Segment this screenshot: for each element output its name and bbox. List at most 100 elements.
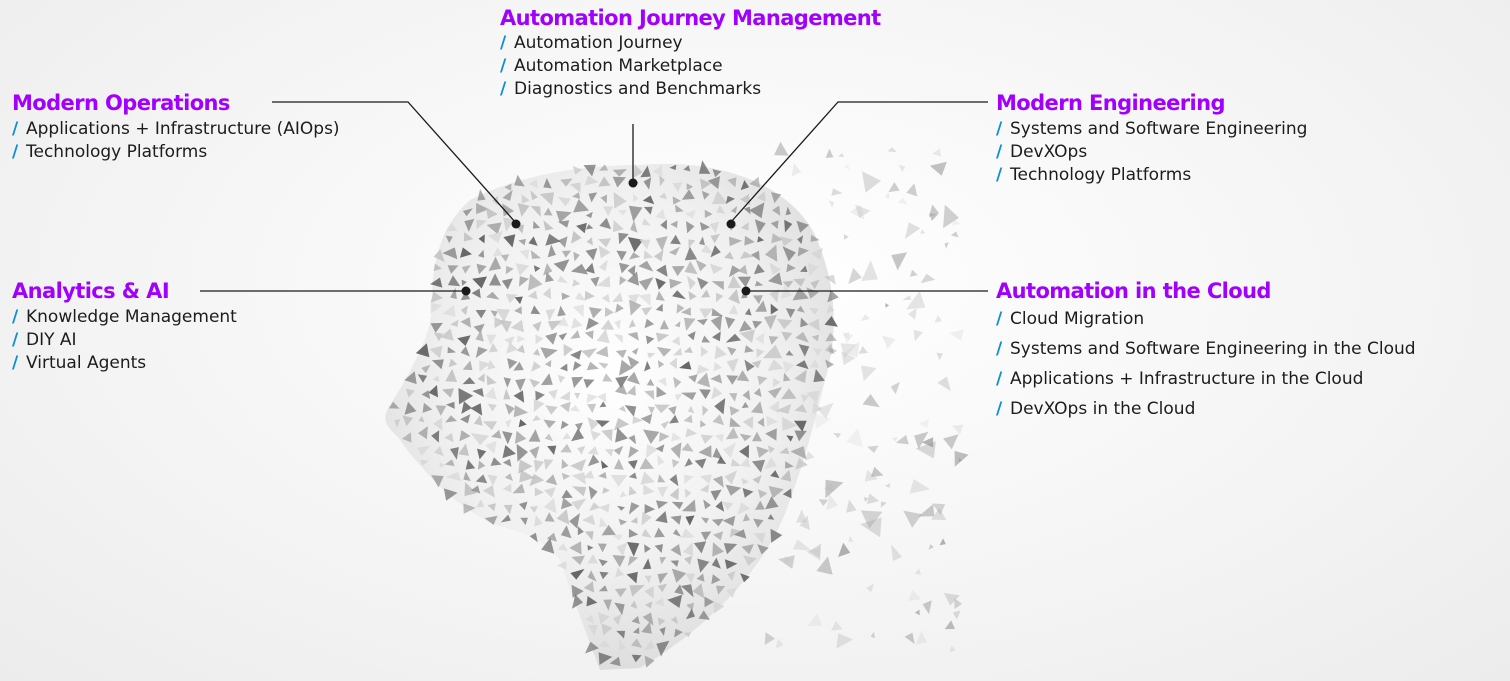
facet-shard	[643, 640, 656, 651]
facet-shard	[581, 348, 597, 359]
facet-shard	[533, 220, 541, 229]
facet-shard	[725, 195, 735, 204]
facet-shard	[600, 194, 608, 204]
facet-shard	[570, 349, 582, 360]
facet-shard	[669, 474, 679, 487]
facet-shard	[572, 279, 581, 287]
facet-shard	[544, 512, 555, 522]
facet-shard	[742, 390, 751, 401]
facet-shard	[728, 265, 741, 278]
facet-shard	[710, 245, 721, 258]
facet-shard	[782, 488, 792, 499]
facet-shard	[700, 484, 709, 493]
facet-shard	[713, 600, 725, 614]
facet-shard	[795, 360, 809, 370]
facet-shard	[535, 334, 544, 345]
facet-shard	[547, 320, 562, 331]
facet-shard	[487, 474, 498, 486]
facet-shard	[560, 525, 572, 539]
head-facets	[388, 160, 839, 668]
facet-shard	[421, 364, 431, 374]
facet-shard	[619, 359, 633, 376]
facet-shard	[533, 348, 541, 356]
facet-shard	[545, 233, 561, 246]
facet-shard	[909, 269, 918, 277]
facet-shard	[484, 386, 497, 400]
facet-shard	[517, 203, 530, 217]
facet-shard	[807, 613, 822, 627]
facet-shard	[765, 496, 779, 510]
facet-shard	[514, 430, 527, 444]
facet-shard	[502, 458, 512, 467]
facet-shard	[657, 486, 668, 498]
facet-shard	[765, 428, 777, 441]
facet-shard	[572, 165, 582, 175]
facet-shard	[701, 244, 714, 255]
facet-shard	[684, 458, 693, 467]
facet-shard	[909, 479, 931, 494]
facet-shard	[836, 633, 853, 649]
facet-shard	[724, 470, 738, 485]
facet-shard	[722, 515, 736, 527]
facet-shard	[415, 343, 430, 358]
facet-shard	[626, 385, 636, 396]
facet-shard	[742, 416, 754, 429]
facet-shard	[840, 343, 857, 359]
facet-shard	[779, 236, 794, 247]
facet-shard	[612, 292, 623, 303]
facet-shard	[783, 372, 791, 382]
facet-shard	[700, 434, 714, 444]
facet-shard	[683, 414, 693, 423]
facet-shard	[587, 624, 598, 637]
connector-lines	[200, 101, 988, 292]
facet-shard	[813, 369, 825, 383]
facet-shard	[737, 276, 751, 288]
facet-shard	[596, 328, 610, 344]
facet-shard	[660, 219, 667, 230]
facet-shard	[626, 571, 638, 584]
facet-shard	[570, 263, 588, 275]
group-title: Modern Engineering	[996, 91, 1226, 115]
facet-shard	[561, 459, 569, 469]
facet-shard	[627, 294, 640, 306]
facet-shard	[513, 390, 525, 403]
list-item: /DIY AI	[12, 329, 237, 352]
facet-shard	[904, 222, 921, 239]
head-silhouette	[385, 163, 834, 671]
facet-shard	[571, 230, 582, 244]
facet-shard	[674, 628, 683, 638]
facet-shard	[755, 333, 765, 345]
facet-shard	[848, 267, 862, 285]
facet-shard	[504, 336, 515, 345]
facet-shard	[571, 555, 585, 565]
facet-shard	[405, 388, 415, 398]
facet-shard	[842, 331, 850, 340]
facet-shard	[587, 554, 599, 564]
facet-shard	[786, 435, 794, 442]
facet-shard	[575, 292, 586, 301]
facet-shard	[628, 205, 643, 222]
slash-marker: /	[12, 353, 19, 373]
facet-shard	[597, 612, 610, 625]
facet-shard	[701, 190, 710, 200]
facet-shard	[433, 249, 445, 263]
facet-shard	[657, 474, 666, 483]
facet-shard	[628, 502, 640, 515]
facet-shard	[674, 584, 684, 595]
facet-shard	[654, 404, 670, 414]
facet-shard	[741, 544, 754, 555]
facet-shard	[587, 403, 597, 414]
facet-shard	[489, 273, 502, 286]
facet-shard	[641, 511, 652, 526]
facet-shard	[744, 235, 755, 246]
facet-shard	[891, 437, 898, 442]
facet-shard	[476, 499, 484, 508]
facet-shard	[780, 388, 797, 400]
facet-shard	[529, 473, 545, 487]
facet-shard	[563, 344, 574, 357]
item-label: DevXOps in the Cloud	[1010, 399, 1196, 419]
facet-shard	[560, 443, 572, 453]
facet-shard	[605, 449, 614, 457]
facet-shard	[774, 141, 789, 156]
facet-shard	[500, 254, 510, 262]
